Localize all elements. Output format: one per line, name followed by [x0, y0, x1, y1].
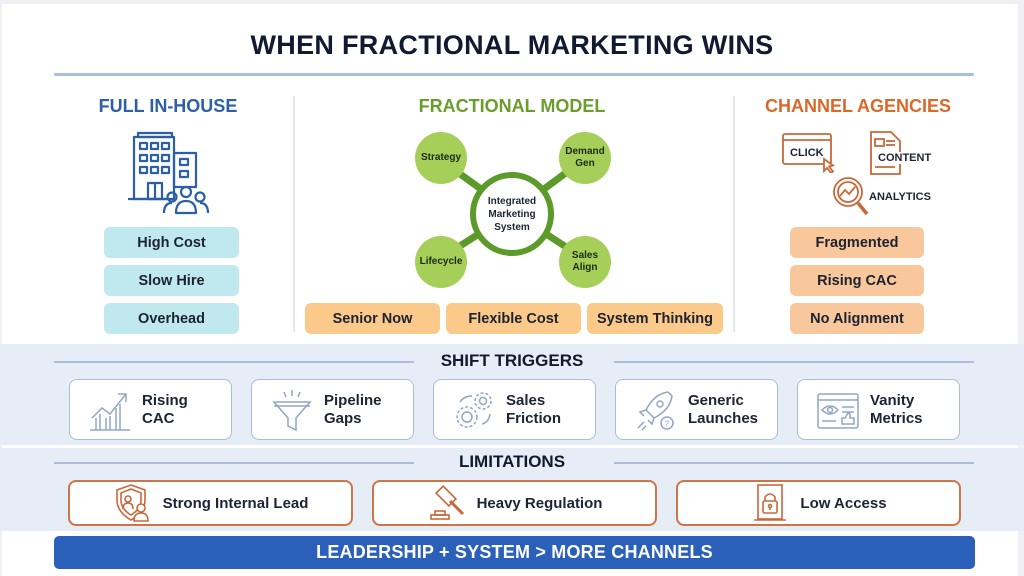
office-building-team-icon: [128, 131, 210, 215]
section-rule: [614, 462, 974, 464]
fractional-item: Senior Now: [305, 303, 440, 334]
click-window-icon: [782, 133, 836, 173]
column-divider: [293, 96, 295, 332]
node-demand-gen: Demand Gen: [559, 132, 611, 184]
fractional-item: Flexible Cost: [446, 303, 581, 334]
agencies-title: CHANNEL AGENCIES: [764, 96, 952, 116]
limitation-label: Low Access: [800, 494, 887, 512]
locked-door-icon: [754, 484, 787, 521]
limitation-label: Heavy Regulation: [476, 494, 603, 512]
funnel-icon: [272, 389, 312, 431]
content-label: CONTENT: [877, 152, 933, 164]
footer-banner: LEADERSHIP + SYSTEM > MORE CHANNELS: [54, 536, 975, 569]
limitation-card: Low Access: [676, 480, 961, 526]
integrated-marketing-hub: Integrated Marketing System: [470, 172, 554, 256]
section-rule: [54, 462, 414, 464]
svg-text:?: ?: [665, 419, 670, 428]
fractional-title: FRACTIONAL MODEL: [418, 96, 606, 116]
section-rule: [614, 361, 974, 363]
in-house-item: High Cost: [104, 227, 239, 258]
page-title: WHEN FRACTIONAL MARKETING WINS: [250, 30, 774, 60]
in-house-title: FULL IN-HOUSE: [98, 96, 238, 116]
node-strategy: Strategy: [415, 132, 467, 184]
limitation-label: Strong Internal Lead: [162, 494, 309, 512]
node-lifecycle: Lifecycle: [415, 236, 467, 288]
analytics-magnifier-icon: [833, 177, 869, 216]
shield-people-icon: [115, 484, 149, 522]
rising-chart-icon: [90, 392, 130, 431]
gavel-icon: [429, 484, 464, 520]
analytics-label: ANALYTICS: [869, 191, 931, 203]
limitation-card: Strong Internal Lead: [68, 480, 353, 526]
section-rule: [54, 361, 414, 363]
click-label: CLICK: [790, 147, 824, 159]
limitations-title: LIMITATIONS: [458, 452, 566, 471]
shift-triggers-title: SHIFT TRIGGERS: [440, 351, 584, 370]
fractional-item: System Thinking: [587, 303, 723, 334]
limitation-card: Heavy Regulation: [372, 480, 657, 526]
agency-item: No Alignment: [790, 303, 924, 334]
agency-item: Rising CAC: [790, 265, 924, 296]
title-divider: [54, 73, 974, 76]
column-divider: [733, 96, 735, 332]
agency-item: Fragmented: [790, 227, 924, 258]
in-house-item: Slow Hire: [104, 265, 239, 296]
eye-thumbs-up-window-icon: [817, 392, 859, 429]
gears-icon: [456, 391, 492, 428]
in-house-item: Overhead: [104, 303, 239, 334]
node-sales-align: Sales Align: [559, 236, 611, 288]
rocket-question-icon: ?: [637, 390, 674, 431]
